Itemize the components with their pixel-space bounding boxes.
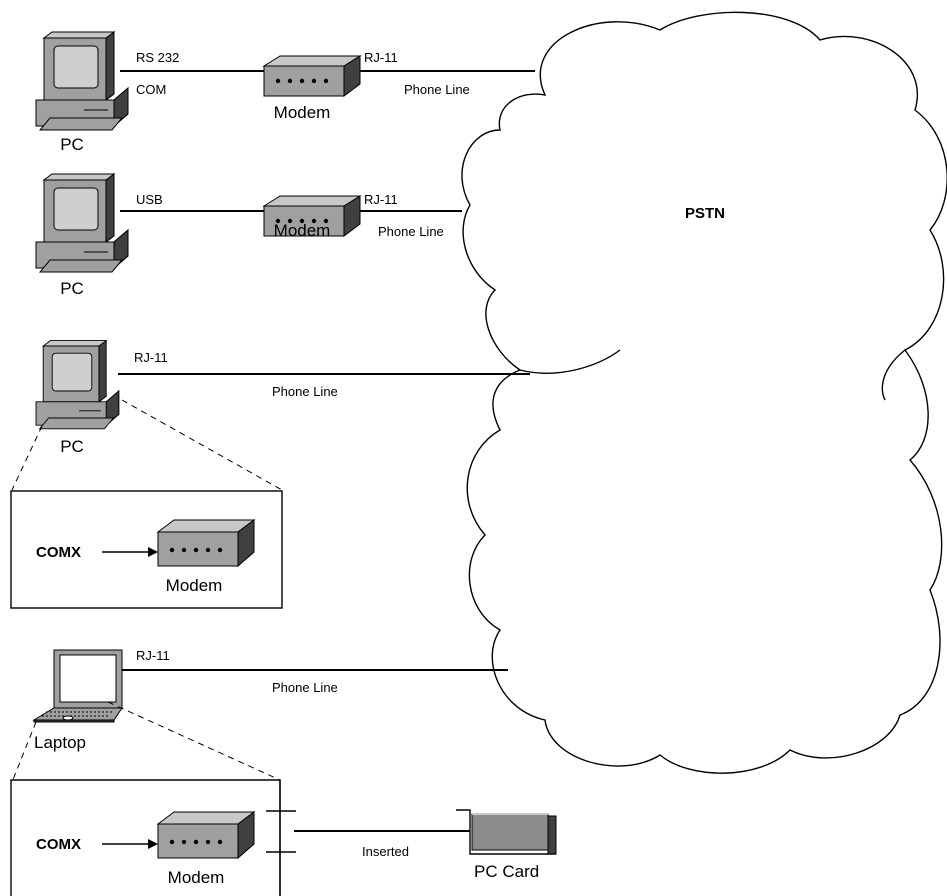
zoom-line — [11, 721, 37, 783]
port-label: RJ-11 — [364, 192, 398, 207]
port-label: USB — [136, 192, 163, 207]
zoom-line — [121, 399, 283, 491]
port-label: RJ-11 — [136, 648, 170, 663]
port-label: RJ-11 — [364, 50, 398, 65]
arrow-head — [148, 547, 158, 557]
modem-label: Modem — [274, 221, 331, 240]
port-label: COMX — [36, 836, 81, 853]
phone-line-label: Phone Line — [272, 680, 338, 695]
laptop-icon — [32, 649, 123, 723]
pc-label: PC — [60, 279, 84, 298]
port-label: COM — [136, 82, 166, 97]
port-label: RJ-11 — [134, 350, 168, 365]
laptop-label: Laptop — [34, 733, 86, 752]
modem-icon — [262, 195, 362, 237]
phone-line-label: Phone Line — [404, 82, 470, 97]
pc-icon — [35, 173, 129, 273]
pc-label: PC — [60, 135, 84, 154]
pc-label: PC — [60, 437, 84, 456]
modem-icon — [156, 519, 256, 568]
zoom-line — [11, 425, 43, 491]
phone-line-label: Phone Line — [272, 384, 338, 399]
port-label: RS 232 — [136, 50, 179, 65]
modem-label: Modem — [168, 868, 225, 887]
arrow-head — [148, 839, 158, 849]
inserted-label: Inserted — [362, 844, 409, 859]
zoom-line — [107, 701, 281, 781]
pc-card-label: PC Card — [474, 862, 539, 881]
modem-label: Modem — [166, 576, 223, 595]
port-label: COMX — [36, 544, 81, 561]
pc-card-icon — [456, 809, 557, 855]
pstn-cloud — [461, 11, 947, 774]
pc-icon — [35, 31, 129, 131]
phone-line-label: Phone Line — [378, 224, 444, 239]
modem-label: Modem — [274, 103, 331, 122]
pc-icon — [35, 339, 120, 430]
modem-icon — [262, 55, 362, 97]
pstn-label: PSTN — [685, 205, 725, 222]
modem-icon — [156, 811, 256, 860]
